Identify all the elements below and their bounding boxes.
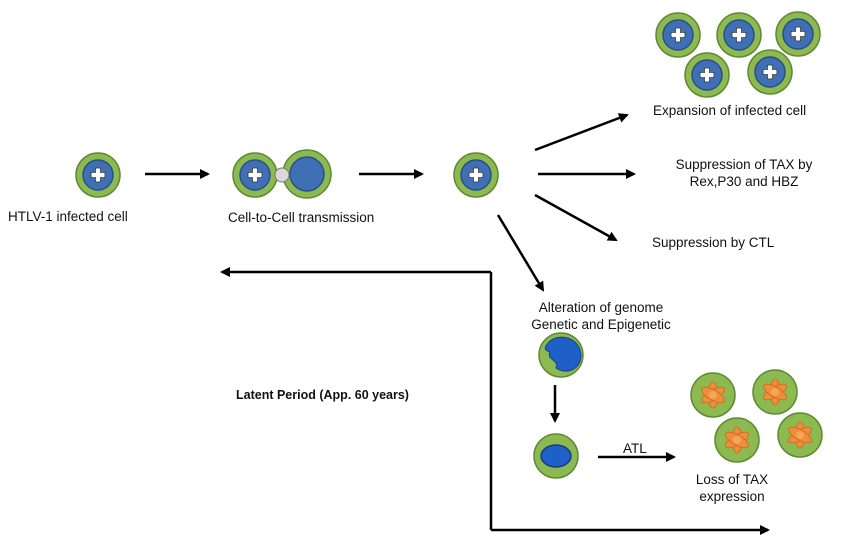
label-atl: ATL (623, 441, 647, 456)
label-alteration: Alteration of genome Genetic and Epigene… (510, 299, 692, 333)
label-loss-tax-line2: expression (699, 489, 765, 504)
label-latent-period: Latent Period (App. 60 years) (236, 388, 409, 402)
label-loss-tax-line1: Loss of TAX (695, 472, 769, 487)
arrow (534, 113, 629, 152)
altered-genome-cell-icon (538, 332, 584, 378)
label-suppression-tax-line2: Rex,P30 and HBZ (689, 174, 799, 189)
cell-to-cell-icon (233, 149, 332, 199)
atl-cells-icon (690, 369, 823, 463)
label-expansion: Expansion of infected cell (653, 103, 807, 118)
infected-cell-icon (76, 153, 120, 197)
expanded-cells-icon (656, 12, 820, 97)
label-loss-tax: Loss of TAX expression (682, 471, 782, 505)
label-alteration-line1: Alteration of genome (538, 300, 664, 315)
label-cell-to-cell: Cell-to-Cell transmission (228, 210, 375, 225)
arrow (496, 214, 545, 292)
label-suppression-ctl: Suppression by CTL (652, 235, 775, 250)
arrow (534, 193, 618, 242)
atl-cell-icon (533, 433, 579, 479)
label-suppression-tax: Suppression of TAX by Rex,P30 and HBZ (658, 156, 830, 190)
label-alteration-line2: Genetic and Epigenetic (531, 317, 671, 332)
label-infected-cell: HTLV-1 infected cell (8, 209, 128, 224)
label-suppression-tax-line1: Suppression of TAX by (675, 157, 813, 172)
infected-cell-icon (454, 153, 498, 197)
